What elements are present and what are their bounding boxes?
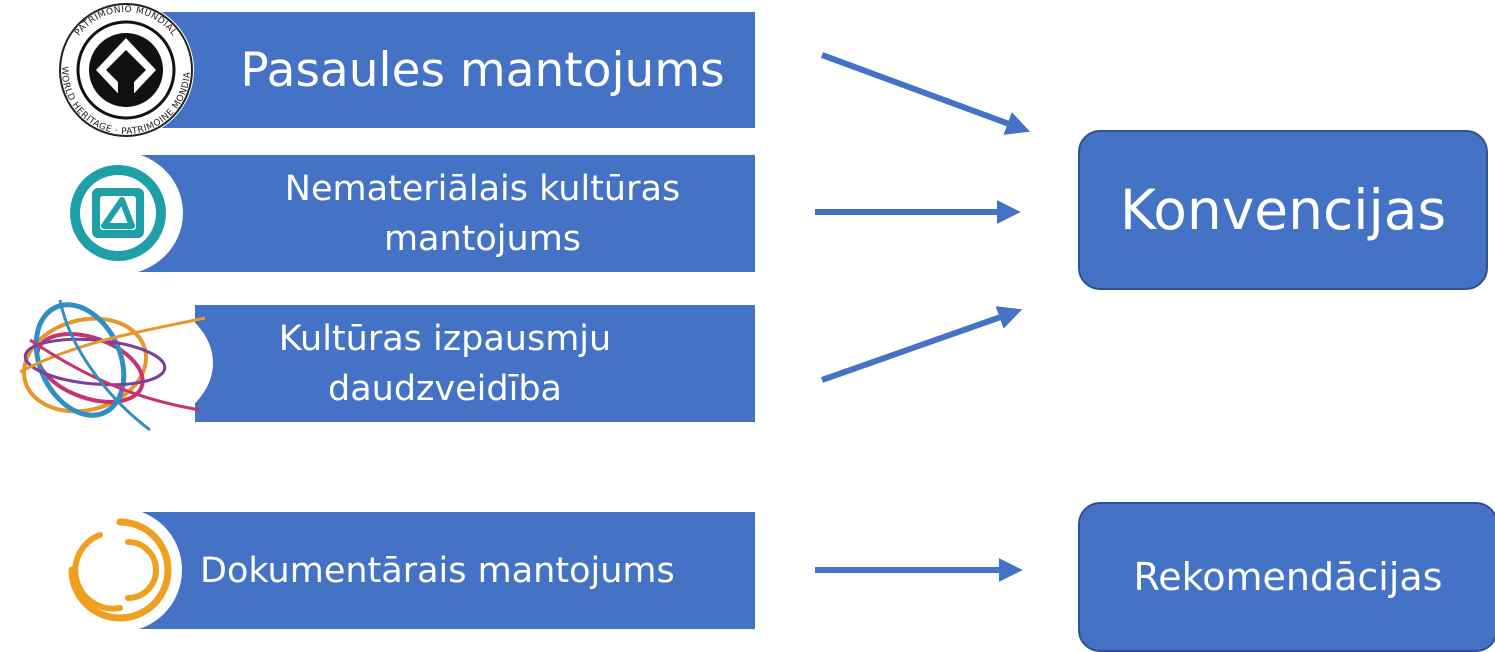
documentary-heritage-emblem-icon — [58, 508, 182, 632]
conventions-label: Konvencijas — [1119, 178, 1447, 242]
item-world-heritage: Pasaules mantojums — [110, 12, 755, 128]
diagram-overlay: PATRIMONIO MUNDIAL WORLD HERITAGE · PATR… — [0, 0, 1031, 632]
world-heritage-emblem-icon: PATRIMONIO MUNDIAL WORLD HERITAGE · PATR… — [0, 0, 194, 138]
item-label-line1: Nemateriālais kultūras — [284, 168, 681, 209]
item-intangible-heritage: Nemateriālais kultūras mantojums — [110, 155, 755, 272]
item-label: Pasaules mantojums — [240, 42, 725, 98]
item-label: Dokumentārais mantojums — [200, 550, 675, 591]
intangible-heritage-emblem-icon — [53, 151, 183, 275]
item-label-line2: daudzveidība — [327, 368, 562, 409]
item-label-line2: mantojums — [383, 218, 582, 259]
arrow-world-to-conventions — [820, 52, 1031, 135]
conventions-box: Konvencijas — [1078, 130, 1488, 290]
item-documentary-heritage: Dokumentārais mantojums — [110, 512, 755, 629]
diversity-emblem-icon — [3, 291, 213, 435]
arrow-diversity-to-conventions — [821, 306, 1023, 383]
recommendations-label: Rekomendācijas — [1133, 555, 1443, 599]
item-cultural-diversity: Kultūras izpausmju daudzveidība — [195, 305, 755, 422]
item-label-line1: Kultūras izpausmju — [278, 318, 612, 359]
